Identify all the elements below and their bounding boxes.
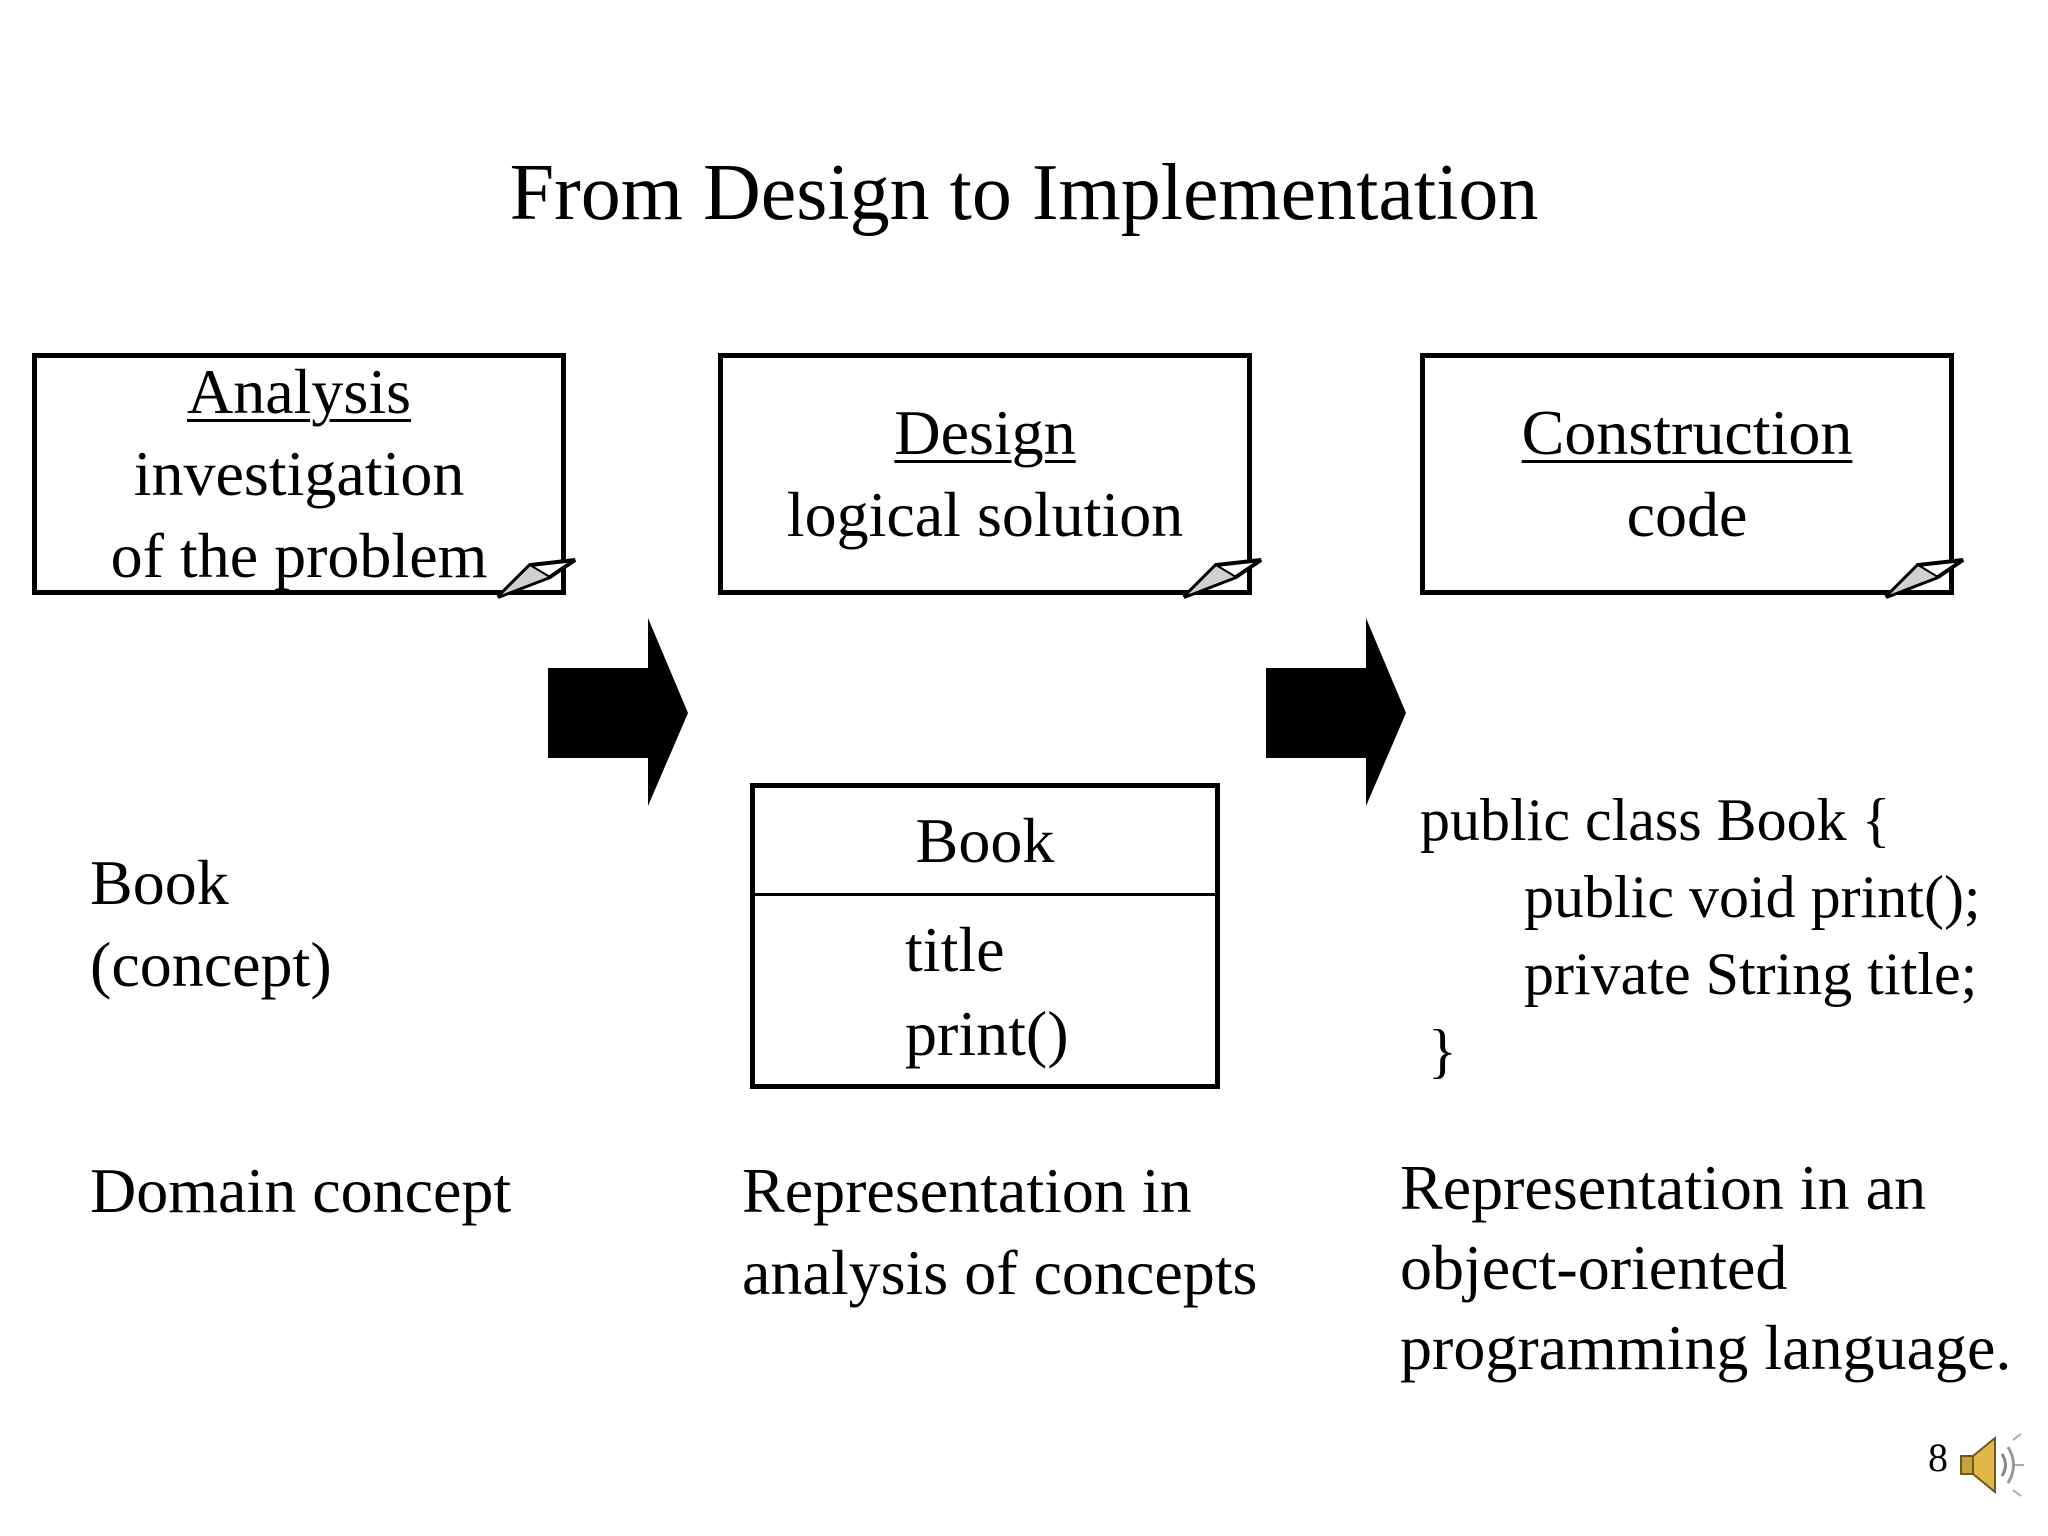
caption-line: programming language. bbox=[1400, 1312, 2012, 1383]
uml-attribute: title bbox=[905, 914, 1005, 985]
domain-concept-example: Book (concept) bbox=[90, 842, 332, 1006]
code-line: } bbox=[1428, 1018, 1457, 1084]
concept-tag: (concept) bbox=[90, 929, 332, 1000]
flow-arrow-right-icon bbox=[1266, 618, 1406, 806]
analysis-line1: investigation bbox=[133, 438, 465, 509]
caption-line: object-oriented bbox=[1400, 1232, 1788, 1303]
code-line: private String title; bbox=[1524, 941, 1978, 1007]
construction-caption: Representation in an object-oriented pro… bbox=[1400, 1148, 2011, 1388]
construction-phase-box: Construction code bbox=[1420, 353, 1954, 595]
flow-arrow-right-icon bbox=[548, 618, 688, 806]
uml-class-members: title print() bbox=[755, 896, 1215, 1076]
caption-line: Representation in an bbox=[1400, 1152, 1927, 1223]
concept-name: Book bbox=[90, 847, 229, 918]
code-line: public class Book { bbox=[1420, 787, 1891, 853]
analysis-caption: Domain concept bbox=[90, 1155, 512, 1226]
design-page-curl-icon bbox=[1182, 558, 1263, 599]
uml-class-name: Book bbox=[755, 788, 1215, 896]
construction-heading: Construction bbox=[1521, 397, 1853, 468]
construction-line1: code bbox=[1626, 479, 1748, 550]
analysis-page-curl-icon bbox=[496, 558, 577, 599]
design-line1: logical solution bbox=[786, 479, 1184, 550]
page-title: From Design to Implementation bbox=[509, 149, 1539, 237]
speaker-icon[interactable] bbox=[1955, 1430, 2025, 1500]
caption-line: analysis of concepts bbox=[742, 1237, 1258, 1308]
code-example: public class Book { public void print();… bbox=[1420, 782, 1981, 1090]
analysis-phase-box: Analysis investigation of the problem bbox=[32, 353, 566, 595]
caption-line: Representation in bbox=[742, 1155, 1192, 1226]
code-line: public void print(); bbox=[1524, 864, 1981, 930]
design-caption: Representation in analysis of concepts bbox=[742, 1150, 1257, 1314]
design-phase-box: Design logical solution bbox=[718, 353, 1252, 595]
page-number: 8 bbox=[1928, 1435, 1948, 1480]
construction-page-curl-icon bbox=[1884, 558, 1965, 599]
design-heading: Design bbox=[894, 397, 1076, 468]
analysis-line2: of the problem bbox=[110, 520, 488, 591]
uml-operation: print() bbox=[905, 998, 1069, 1069]
uml-class-box: Book title print() bbox=[750, 783, 1220, 1089]
analysis-heading: Analysis bbox=[187, 356, 411, 427]
